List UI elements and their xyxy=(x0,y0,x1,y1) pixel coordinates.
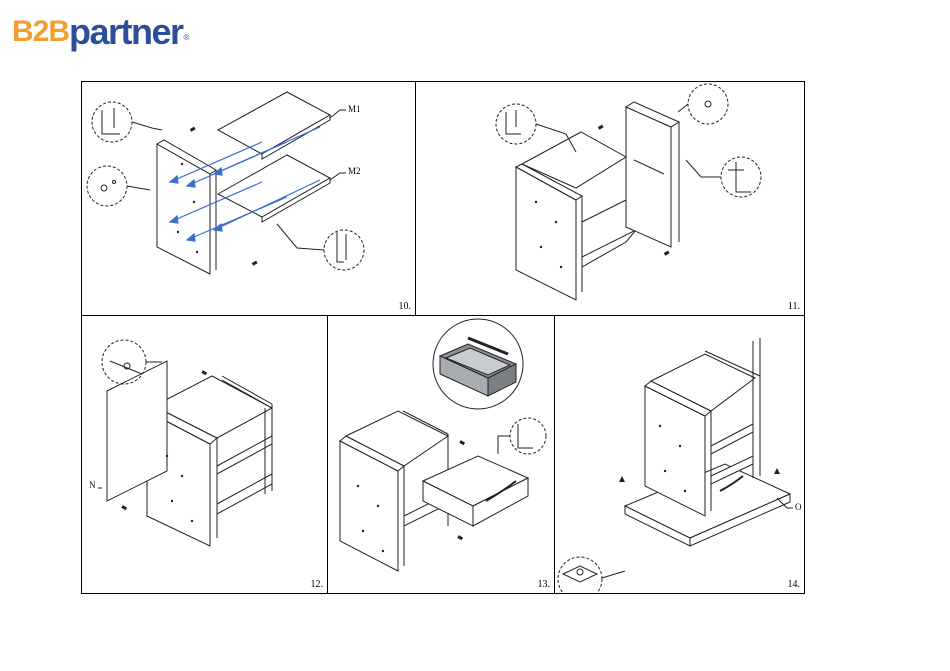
part-label-o: O xyxy=(795,502,802,512)
brand-name: partner xyxy=(69,10,183,54)
part-label-n: N xyxy=(89,480,96,490)
step-11-drawing xyxy=(416,82,804,315)
step-number: 14. xyxy=(788,579,801,590)
step-13-drawing xyxy=(328,316,554,593)
step-11-panel: 11. xyxy=(416,82,804,315)
step-number: 13. xyxy=(538,579,551,590)
brand-logo: B2B partner ® xyxy=(12,4,189,54)
step-14-drawing xyxy=(555,316,804,593)
step-12-panel: N 12. xyxy=(82,316,327,593)
brand-prefix: B2B xyxy=(12,10,69,54)
step-10-panel: M1 M2 10. xyxy=(82,82,415,315)
step-12-drawing xyxy=(82,316,327,593)
step-number: 10. xyxy=(399,301,412,312)
step-number: 12. xyxy=(311,579,324,590)
step-10-drawing xyxy=(82,82,415,315)
part-label-m2: M2 xyxy=(348,166,361,176)
step-13-panel: 13. xyxy=(328,316,554,593)
instruction-sheet: M1 M2 10. xyxy=(81,81,805,594)
step-14-panel: O 14. xyxy=(555,316,804,593)
step-number: 11. xyxy=(788,301,800,312)
brand-registered-mark: ® xyxy=(184,33,190,42)
part-label-m1: M1 xyxy=(348,104,361,114)
